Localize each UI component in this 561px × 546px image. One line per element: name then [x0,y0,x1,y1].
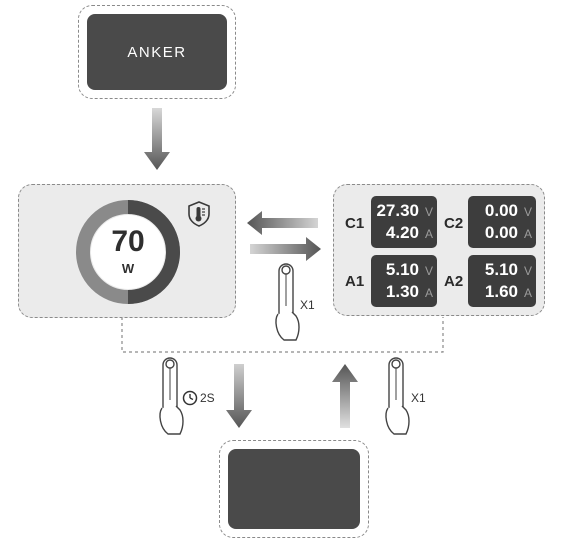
voltage-value: 27.30 [376,201,419,220]
blank-screen [228,449,360,529]
current-unit: A [424,227,433,241]
top-screen-frame: ANKER [78,5,236,99]
finger-press-icon [385,357,410,435]
thermometer-shield-icon [188,201,210,227]
port-label-c1: C1 [345,215,365,232]
port-label-c2: C2 [444,215,464,232]
voltage-value: 5.10 [385,260,419,279]
port-readout-c1: 27.30 V 4.20 A [371,196,437,248]
port-readout-a2: 5.10 V 1.60 A [468,255,536,307]
voltage-unit: V [523,264,532,278]
watts-value: 70 [111,225,145,258]
current-unit: A [523,286,532,300]
anker-logo: ANKER [127,43,187,61]
watts-unit: W [121,261,135,276]
voltage-unit: V [424,264,433,278]
current-unit: A [523,227,532,241]
press-hold-label: 2S [200,391,215,405]
current-value: 1.30 [385,282,419,301]
current-value: 1.60 [484,282,518,301]
port-readout-a1: 5.10 V 1.30 A [371,255,437,307]
current-value: 4.20 [385,223,419,242]
current-unit: A [424,286,433,300]
bottom-screen-frame [219,440,369,538]
power-ring [76,200,180,304]
voltage-value: 0.00 [484,201,518,220]
port-label-a2: A2 [444,273,464,290]
ports-panel: C1 27.30 V 4.20 A C2 0.00 V 0.00 A A1 5.… [333,184,545,316]
power-panel: 70 W [18,184,236,318]
voltage-unit: V [523,205,532,219]
timer-icon [182,390,198,406]
voltage-unit: V [424,205,433,219]
finger-press-icon [275,263,300,341]
current-value: 0.00 [484,223,518,242]
port-readout-c2: 0.00 V 0.00 A [468,196,536,248]
logo-screen: ANKER [87,14,227,90]
port-label-a1: A1 [345,273,365,290]
press-once-label: X1 [411,391,426,405]
press-once-label: X1 [300,298,315,312]
voltage-value: 5.10 [484,260,518,279]
finger-hold-icon [159,357,184,435]
